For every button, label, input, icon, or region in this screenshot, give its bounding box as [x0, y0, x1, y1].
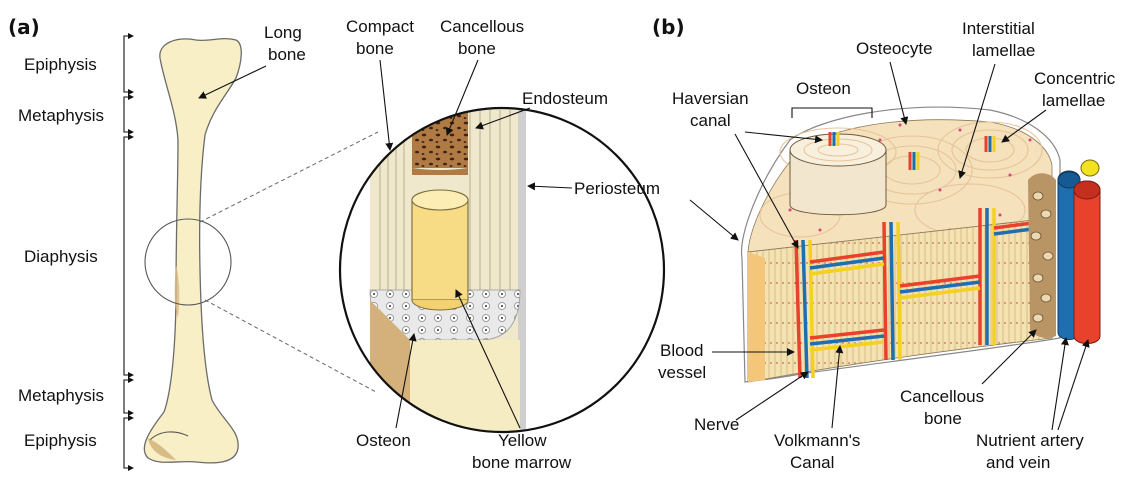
label-epiphysis-bottom: Epiphysis	[24, 431, 97, 450]
label-epiphysis-top: Epiphysis	[24, 55, 97, 74]
panel-b-label: (b)	[652, 15, 685, 39]
osteon-bracket	[792, 108, 872, 118]
label-blood-vessel-1: Blood	[660, 341, 703, 360]
label-cancellous-b-2: bone	[924, 409, 962, 428]
label-interstitial-2: lamellae	[972, 41, 1035, 60]
leader-haversian-1	[745, 132, 822, 140]
label-osteocyte: Osteocyte	[856, 39, 933, 58]
label-concentric-2: lamellae	[1042, 91, 1105, 110]
label-haversian-2: canal	[690, 111, 731, 130]
label-cancellous-bone-1: Cancellous	[440, 17, 524, 36]
label-osteon-a: Osteon	[356, 431, 411, 450]
label-haversian-1: Haversian	[672, 89, 749, 108]
label-osteon-b: Osteon	[796, 79, 851, 98]
label-periosteum: Periosteum	[574, 179, 660, 198]
long-bone-illustration	[144, 39, 241, 463]
label-volkmann-2: Canal	[790, 453, 834, 472]
label-cancellous-bone-2: bone	[458, 39, 496, 58]
region-tick-marks	[128, 33, 134, 471]
label-yellow-marrow-1: Yellow	[498, 431, 547, 450]
leader-nutrient-artery	[1058, 340, 1088, 430]
label-yellow-marrow-2: bone marrow	[472, 453, 572, 472]
label-nutrient-2: and vein	[986, 453, 1050, 472]
panel-a-label: (a)	[8, 15, 40, 39]
label-compact-bone-1: Compact	[346, 17, 414, 36]
label-long-bone-2: bone	[268, 45, 306, 64]
label-metaphysis-bottom: Metaphysis	[18, 386, 104, 405]
magnified-bone-section	[340, 100, 670, 440]
bone-block-illustration	[742, 107, 1100, 382]
label-endosteum: Endosteum	[522, 89, 608, 108]
leader-osteocyte	[890, 62, 906, 124]
leader-nerve	[736, 372, 808, 420]
label-metaphysis-top: Metaphysis	[18, 106, 104, 125]
leader-periosteum-b	[690, 200, 738, 240]
label-concentric-1: Concentric	[1034, 69, 1116, 88]
label-diaphysis: Diaphysis	[24, 247, 98, 266]
leader-compact-bone	[380, 60, 390, 150]
label-nerve: Nerve	[694, 415, 739, 434]
leader-nutrient-vein	[1052, 338, 1066, 430]
label-interstitial-1: Interstitial	[962, 19, 1035, 38]
region-brackets	[124, 36, 128, 468]
label-blood-vessel-2: vessel	[658, 363, 706, 382]
label-volkmann-1: Volkmann's	[774, 431, 860, 450]
label-long-bone-1: Long	[264, 23, 302, 42]
label-compact-bone-2: bone	[356, 39, 394, 58]
label-nutrient-1: Nutrient artery	[976, 431, 1084, 450]
label-cancellous-b-1: Cancellous	[900, 387, 984, 406]
